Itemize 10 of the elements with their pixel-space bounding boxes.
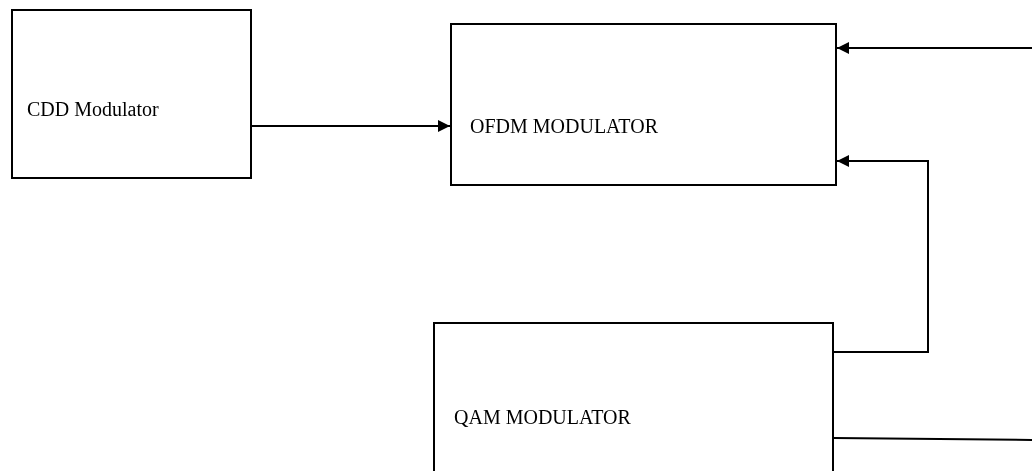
arrow [251,120,451,132]
box-label: OFDM MODULATOR [470,115,658,138]
connector-line [833,437,1032,441]
process-box [433,322,834,471]
box-label: CDD Modulator [27,98,159,121]
arrow [836,42,1032,54]
process-box [11,9,252,179]
arrow [833,155,929,353]
process-box [450,23,837,186]
box-label: QAM MODULATOR [454,406,631,429]
